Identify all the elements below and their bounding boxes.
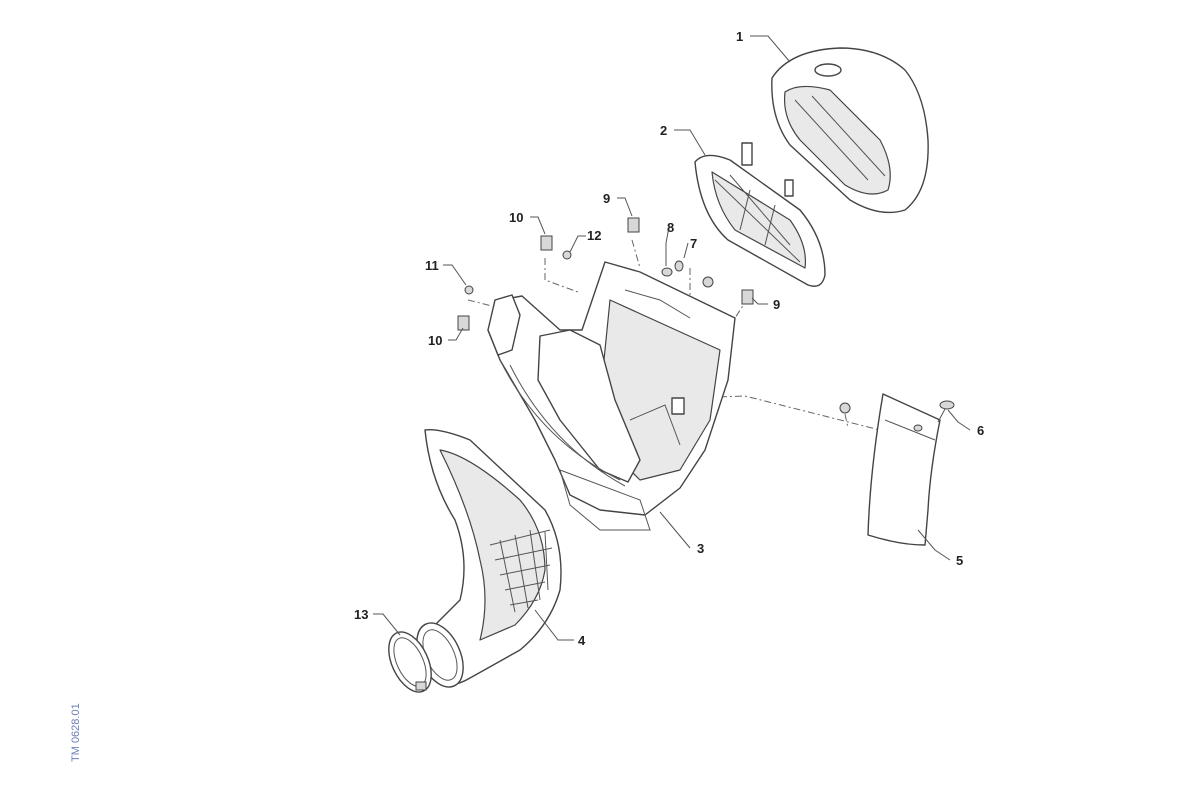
- callout-3: 3: [697, 541, 704, 556]
- part-4-intake-duct: [416, 429, 562, 688]
- callout-1: 1: [736, 29, 743, 44]
- callout-8: 8: [667, 220, 674, 235]
- small-hardware: [457, 217, 851, 414]
- part-9-upper-clip: [627, 217, 640, 233]
- part-1-filter-cover: [771, 47, 929, 214]
- callout-9-upper: 9: [603, 191, 610, 206]
- pointer-marker-right: [839, 402, 851, 414]
- part-12-screw: [562, 250, 572, 260]
- callout-11: 11: [425, 258, 439, 273]
- part-8-washer: [661, 267, 673, 277]
- part-10-upper-nut: [540, 235, 553, 251]
- drawing-code: TM 0628.01: [64, 700, 94, 770]
- part-10-lower-nut: [457, 315, 470, 331]
- drawing-code-text: TM 0628.01: [70, 703, 82, 762]
- callout-2: 2: [660, 123, 667, 138]
- callout-6: 6: [977, 423, 984, 438]
- part-7-grommet: [674, 260, 684, 272]
- callout-10-upper: 10: [509, 210, 523, 225]
- leader-lines: [373, 35, 971, 641]
- part-3-airbox-housing: [487, 261, 736, 531]
- callout-9-lower: 9: [773, 297, 780, 312]
- part-9-lower-clip: [741, 289, 754, 305]
- callout-7: 7: [690, 236, 697, 251]
- callout-labels: 1 2 3 4 5 6 7 8 9 9 10 10 11 12 13: [354, 29, 984, 648]
- part-5-mud-flap: [867, 393, 941, 546]
- callout-4: 4: [578, 633, 586, 648]
- pointer-marker: [702, 276, 714, 288]
- callout-10-lower: 10: [428, 333, 442, 348]
- part-11-screw: [464, 285, 474, 295]
- callout-12: 12: [587, 228, 601, 243]
- part-2-filter-frame: [694, 142, 826, 287]
- part-13-hose-clamp: [388, 631, 432, 693]
- callout-13: 13: [354, 607, 368, 622]
- callout-5: 5: [956, 553, 963, 568]
- part-6-screw: [937, 400, 955, 423]
